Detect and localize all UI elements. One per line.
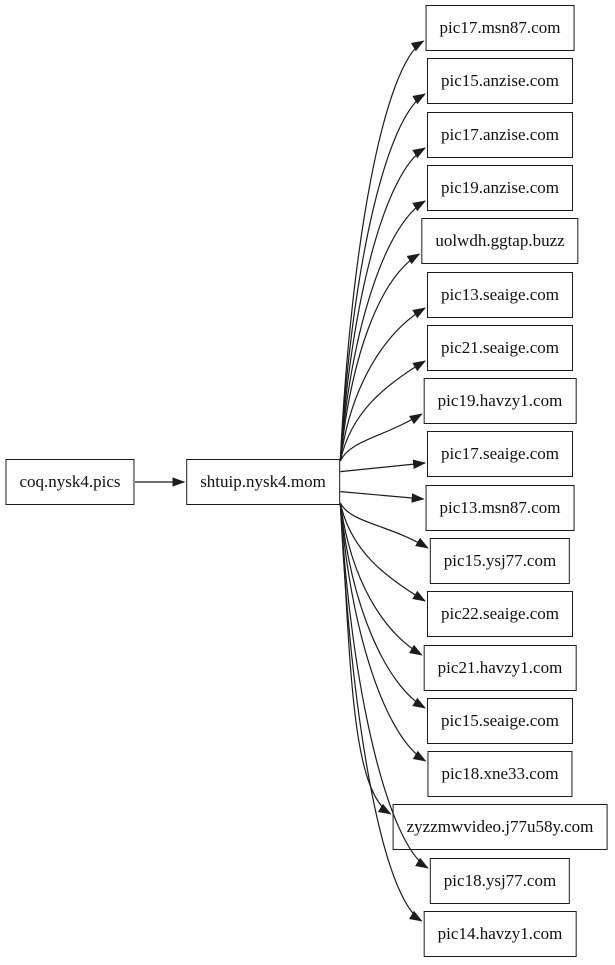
graph-edge xyxy=(340,459,427,473)
node-pic17-anzise-com: pic17.anzise.com xyxy=(426,112,574,158)
node-pic21-havzy1-com: pic21.havzy1.com xyxy=(423,645,577,691)
node-pic17-seaige-com: pic17.seaige.com xyxy=(426,431,574,477)
graph-edge xyxy=(339,502,423,656)
node-pic13-seaige-com: pic13.seaige.com xyxy=(426,272,574,318)
graph-edge xyxy=(339,502,426,709)
node-pic13-msn87-com: pic13.msn87.com xyxy=(425,485,575,531)
node-pic19-havzy1-com: pic19.havzy1.com xyxy=(423,378,577,424)
node-pic15-seaige-com: pic15.seaige.com xyxy=(426,698,574,744)
graph-edge xyxy=(339,253,421,462)
graph-edge xyxy=(339,502,392,815)
node-pic18-xne33-com: pic18.xne33.com xyxy=(427,751,573,797)
graph-edge xyxy=(339,307,426,462)
graph-edge xyxy=(340,491,425,503)
graph-edge xyxy=(339,360,426,462)
node-pic21-seaige-com: pic21.seaige.com xyxy=(426,325,574,371)
graph-edge xyxy=(339,93,426,462)
node-uolwdh-ggtap-buzz: uolwdh.ggtap.buzz xyxy=(421,218,579,264)
node-pic17-msn87-com: pic17.msn87.com xyxy=(425,5,575,51)
node-coq-nysk4-pics: coq.nysk4.pics xyxy=(5,459,135,505)
graph-edge xyxy=(339,200,426,462)
graph-edge xyxy=(339,502,427,762)
graph-edge xyxy=(339,502,429,549)
graph-edge xyxy=(339,40,425,462)
node-shtuip-nysk4-mom: shtuip.nysk4.mom xyxy=(186,459,340,505)
graph-edge xyxy=(339,147,426,462)
node-pic19-anzise-com: pic19.anzise.com xyxy=(426,165,574,211)
graph-edge xyxy=(339,502,423,922)
node-pic15-ysj77-com: pic15.ysj77.com xyxy=(429,538,571,584)
node-pic22-seaige-com: pic22.seaige.com xyxy=(426,591,574,637)
graph-edge xyxy=(339,413,423,462)
node-pic18-ysj77-com: pic18.ysj77.com xyxy=(429,858,571,904)
node-zyzzmwvideo-j77u58y-com: zyzzmwvideo.j77u58y.com xyxy=(392,804,608,850)
graph-edge xyxy=(339,502,426,602)
node-pic14-havzy1-com: pic14.havzy1.com xyxy=(423,911,577,957)
node-pic15-anzise-com: pic15.anzise.com xyxy=(426,58,574,104)
